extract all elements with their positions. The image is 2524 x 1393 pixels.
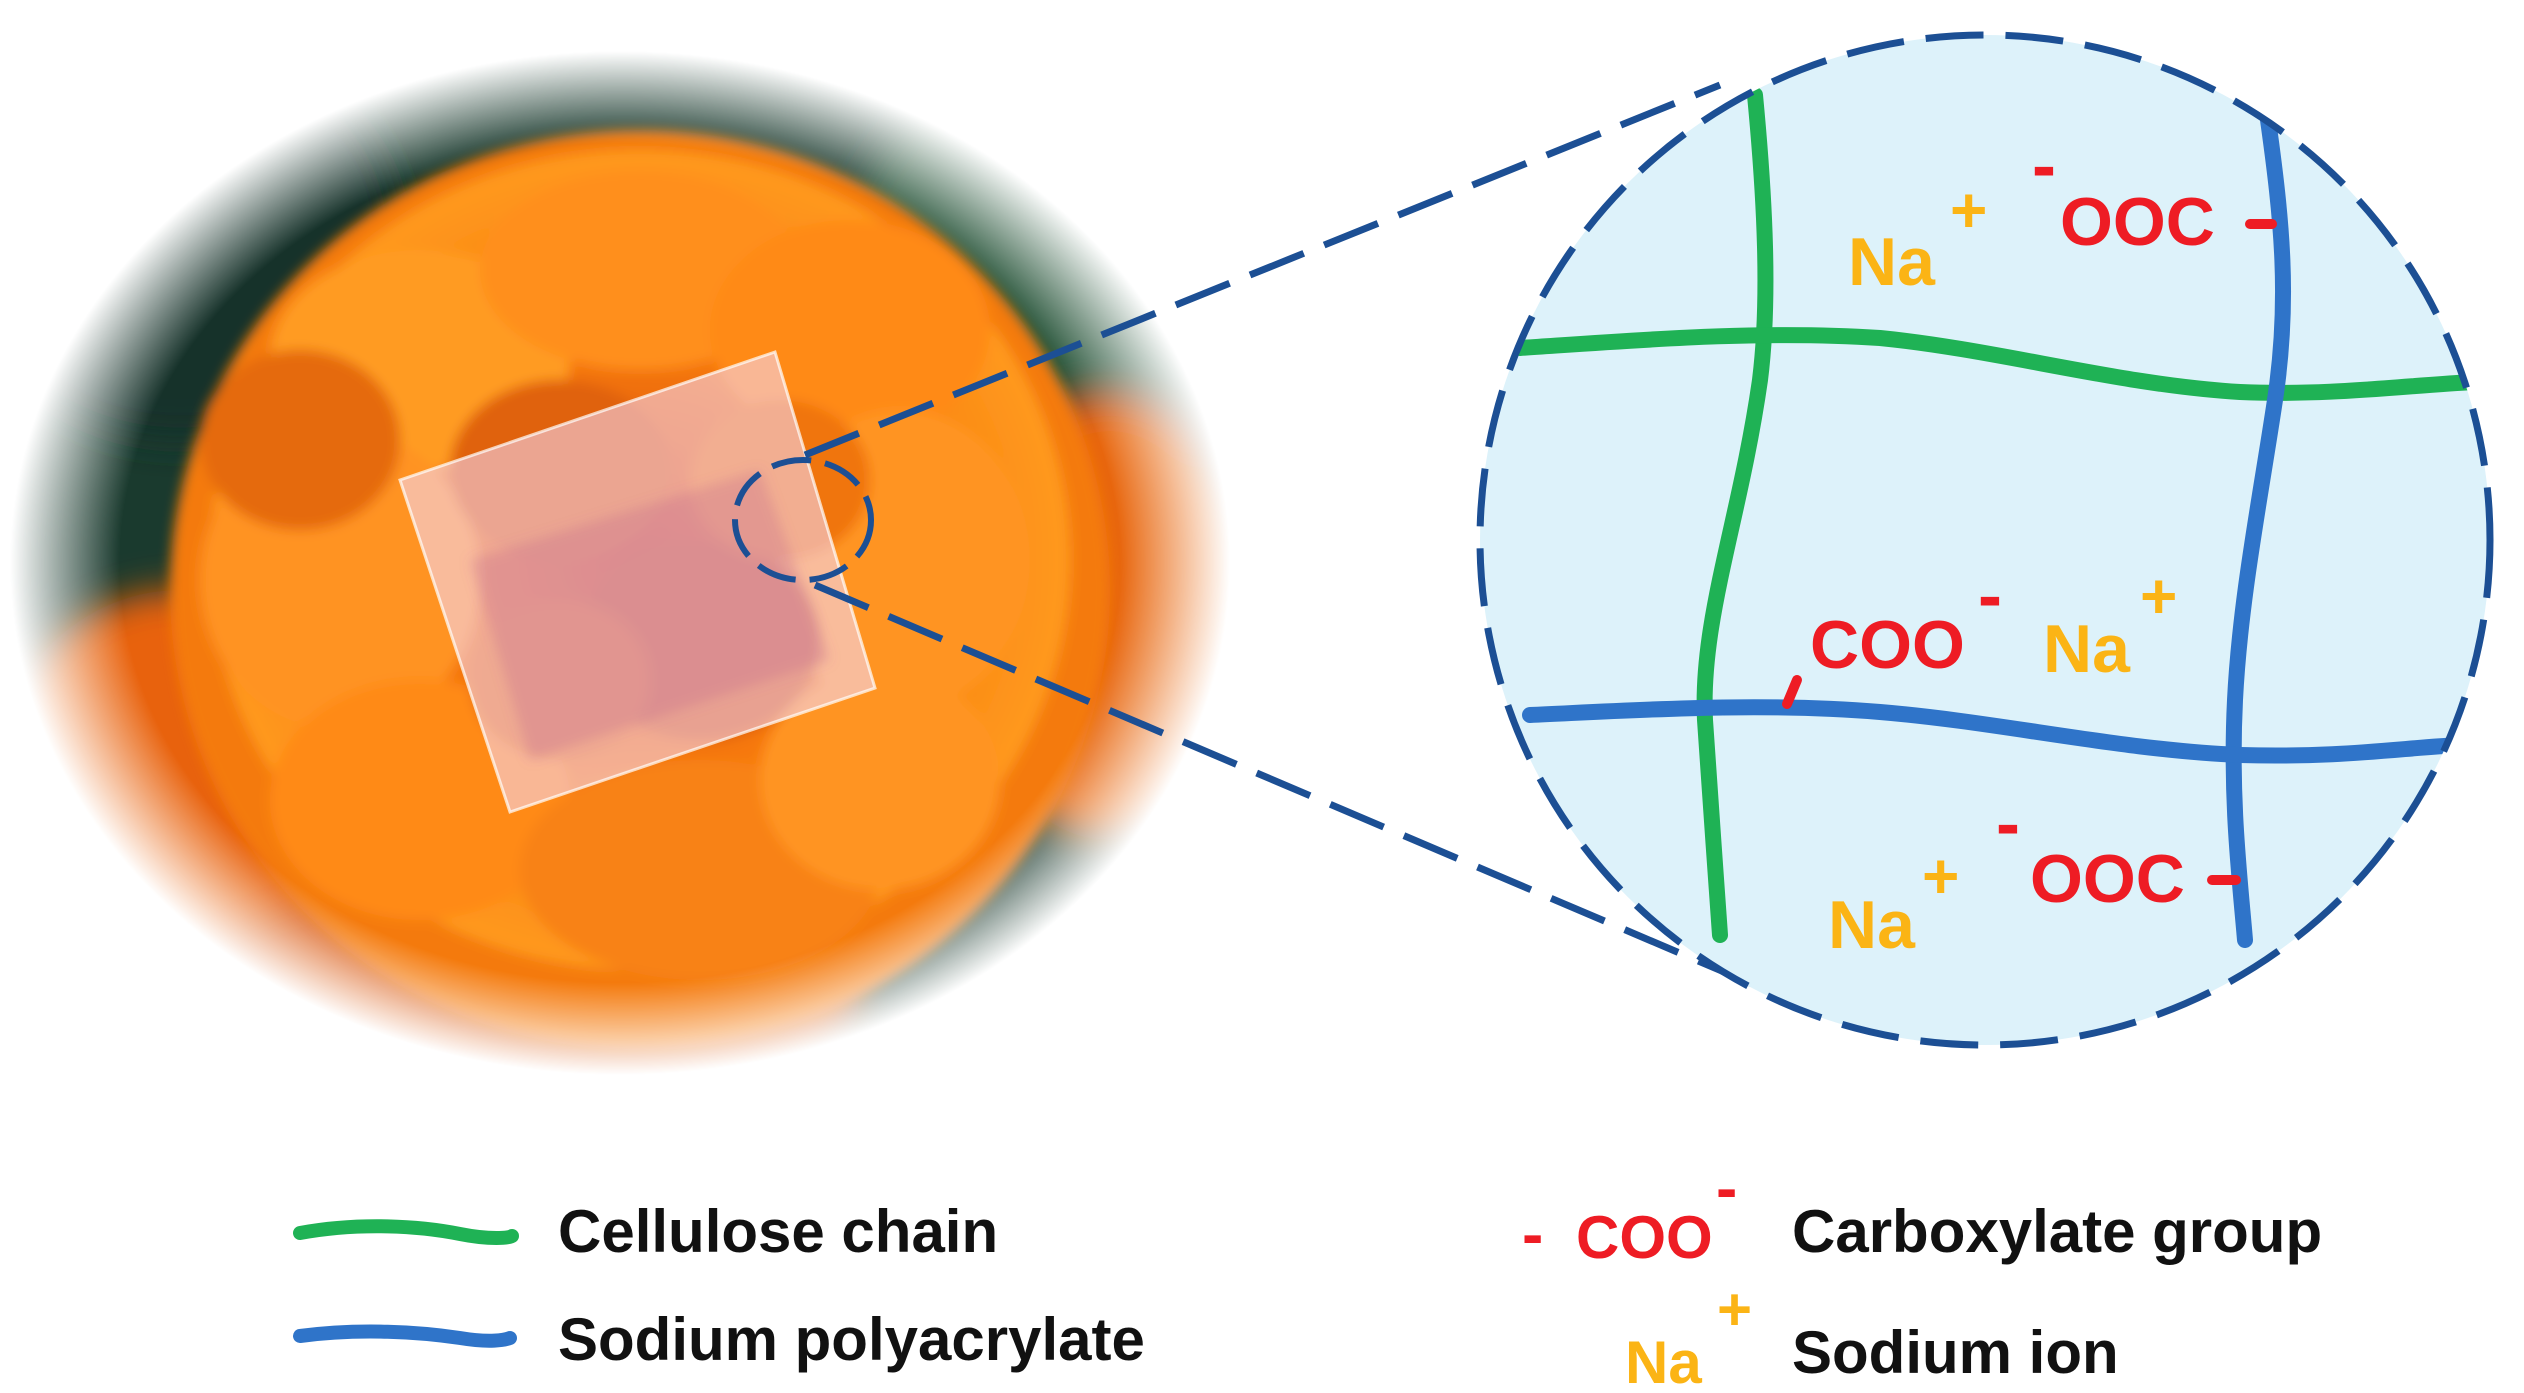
carboxylate-label: COO <box>1810 607 1965 683</box>
polyacrylate-chain-vertical <box>2225 112 2292 948</box>
legend: Cellulose chain Sodium polyacrylate - CO… <box>293 1152 2322 1393</box>
cellulose-chain-horizontal <box>1512 327 2483 401</box>
sodium-ion-label: Na <box>1848 224 1936 300</box>
carboxylate-charge: - <box>1978 556 2002 636</box>
sodium-ion-charge: + <box>1922 840 1959 912</box>
legend-sodium-charge: + <box>1717 1276 1752 1343</box>
zoom-connector-bottom <box>813 581 1792 1004</box>
zoom-circle-outline <box>1476 31 2494 1049</box>
carboxylate-charge: - <box>1996 784 2020 864</box>
flower-photo <box>0 40 1260 1130</box>
legend-carboxylate-label: Carboxylate group <box>1792 1198 2322 1265</box>
carboxylate-label: OOC <box>2030 841 2185 917</box>
carboxylate-label: OOC <box>2060 184 2215 260</box>
legend-sodium-label: Sodium ion <box>1792 1319 2119 1386</box>
zoom-circle: Na + - OOC COO - Na + Na + - OOC <box>1476 31 2494 1049</box>
legend-carboxylate-charge: - <box>1716 1152 1737 1224</box>
magnified-spot-circle <box>732 457 874 583</box>
legend-carboxylate-prefix: - <box>1522 1198 1543 1270</box>
carboxylate-charge: - <box>2032 126 2056 206</box>
zoom-connector-top <box>803 81 1722 459</box>
cellulose-chain-vertical <box>1696 87 1774 943</box>
legend-polyacrylate-swatch <box>293 1324 517 1348</box>
sodium-ion-label: Na <box>1828 887 1916 963</box>
polyacrylate-chain-horizontal <box>1522 699 2468 764</box>
sodium-ion-label: Na <box>2043 611 2131 687</box>
sodium-ion-charge: + <box>1950 174 1987 246</box>
legend-cellulose-label: Cellulose chain <box>558 1198 998 1265</box>
legend-polyacrylate-label: Sodium polyacrylate <box>558 1306 1145 1373</box>
legend-sodium-symbol: Na <box>1625 1329 1702 1393</box>
legend-carboxylate-symbol: COO <box>1576 1204 1713 1271</box>
sodium-ion-charge: + <box>2140 560 2177 632</box>
legend-cellulose-swatch <box>293 1219 519 1245</box>
